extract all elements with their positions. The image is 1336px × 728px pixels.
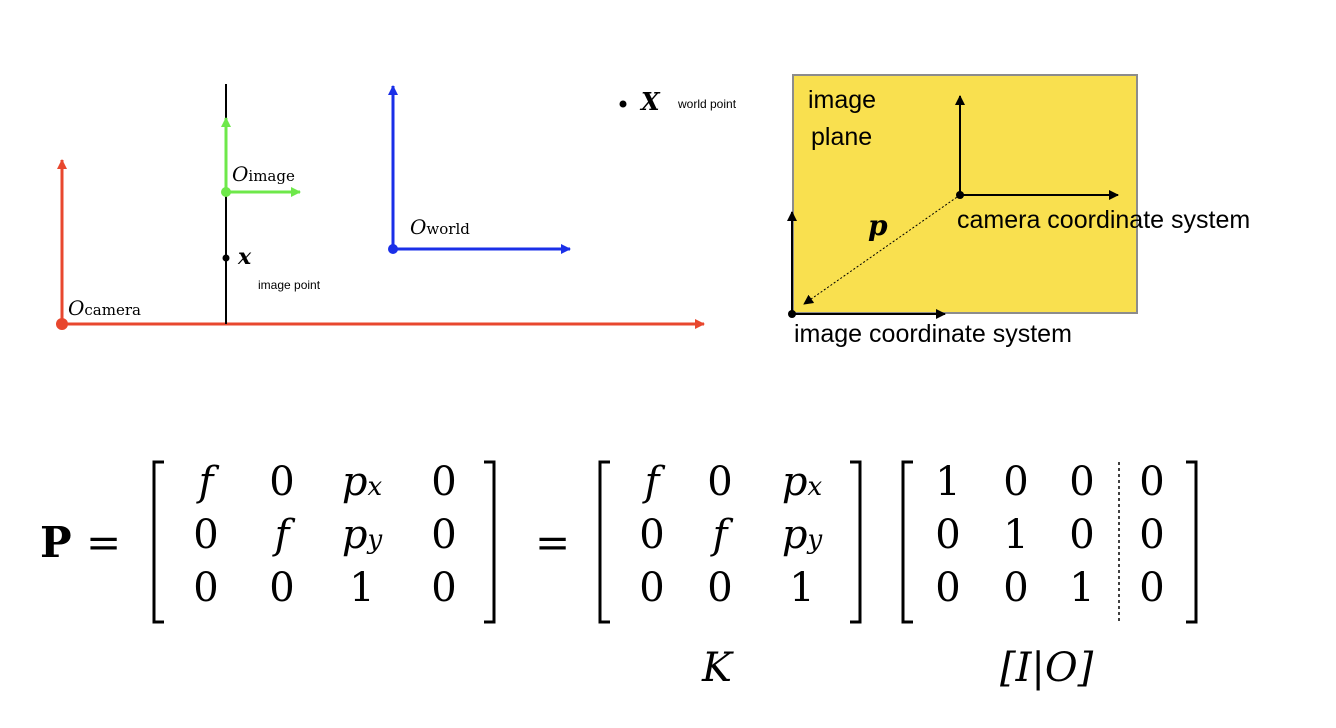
image-plane-label-line1: image bbox=[808, 86, 877, 114]
IO-label: [I|O] bbox=[1000, 645, 1094, 691]
equation-equals-2: = bbox=[535, 518, 571, 567]
IO-matrix-cell: 0 bbox=[1139, 512, 1165, 558]
K-label: K bbox=[702, 645, 732, 691]
K-matrix-cell: 1 bbox=[789, 565, 815, 611]
P-matrix-cell: 0 bbox=[269, 565, 295, 611]
IO-matrix-cell: 1 bbox=[935, 459, 961, 505]
P-matrix-cell: px bbox=[341, 459, 383, 505]
K-matrix-cell: 0 bbox=[707, 565, 733, 611]
K-matrix-cell: f bbox=[644, 459, 660, 505]
IO-matrix-cell: 0 bbox=[1139, 459, 1165, 505]
IO-matrix-cell: 0 bbox=[1069, 459, 1095, 505]
P-matrix-cell: 0 bbox=[431, 512, 457, 558]
world-origin-dot bbox=[388, 244, 398, 254]
world-origin-label: Oworld bbox=[410, 215, 470, 239]
P-matrix-cell: 0 bbox=[193, 512, 219, 558]
IO-matrix-cell: 1 bbox=[1069, 565, 1095, 611]
K-matrix-cell: f bbox=[712, 512, 728, 558]
K-matrix-cell: px bbox=[781, 459, 823, 505]
IO-matrix-cell: 0 bbox=[1139, 565, 1165, 611]
image-origin-label: Oimage bbox=[232, 162, 295, 186]
P-matrix-cell: py bbox=[341, 512, 383, 558]
image-point-symbol: x bbox=[238, 244, 252, 270]
P-matrix-cell: 1 bbox=[349, 565, 375, 611]
equation-lhs-P: P bbox=[40, 518, 72, 567]
world-point-label: world point bbox=[678, 97, 737, 111]
K-matrix-cell: 0 bbox=[707, 459, 733, 505]
principal-point-label: p bbox=[868, 209, 888, 242]
P-matrix-cell: 0 bbox=[193, 565, 219, 611]
IO-matrix-cell: 1 bbox=[1003, 512, 1029, 558]
world-point-dot bbox=[619, 100, 627, 108]
image-plane-axes bbox=[787, 95, 1119, 319]
IO-matrix-cell: 0 bbox=[935, 565, 961, 611]
K-matrix-cell: 0 bbox=[639, 565, 665, 611]
equation-equals-1: = bbox=[86, 518, 122, 567]
P-matrix-cell: f bbox=[198, 459, 214, 505]
P-matrix-cell: 0 bbox=[269, 459, 295, 505]
world-point-symbol: X bbox=[641, 87, 660, 116]
K-matrix-cell: py bbox=[781, 512, 823, 558]
image-origin-dot bbox=[221, 187, 231, 197]
camera-origin-dot bbox=[56, 318, 68, 330]
image-point-label: image point bbox=[258, 278, 321, 292]
image-coords-label: image coordinate system bbox=[794, 320, 1072, 348]
image-plane-label-line2: plane bbox=[811, 123, 873, 151]
IO-matrix-cell: 0 bbox=[1003, 459, 1029, 505]
K-matrix-cell: 0 bbox=[639, 512, 665, 558]
image-point-dot bbox=[222, 254, 230, 262]
IO-matrix-cell: 0 bbox=[1069, 512, 1095, 558]
camera-coords-label: camera coordinate system bbox=[957, 206, 1251, 234]
camera-origin-label: Ocamera bbox=[68, 296, 141, 320]
IO-matrix-cell: 0 bbox=[1003, 565, 1029, 611]
P-matrix-cell: f bbox=[274, 512, 290, 558]
projection-axes-diagram bbox=[56, 84, 705, 330]
image-coord-origin-dot bbox=[788, 310, 796, 318]
P-matrix-cell: 0 bbox=[431, 459, 457, 505]
IO-matrix-cell: 0 bbox=[935, 512, 961, 558]
P-matrix-cell: 0 bbox=[431, 565, 457, 611]
